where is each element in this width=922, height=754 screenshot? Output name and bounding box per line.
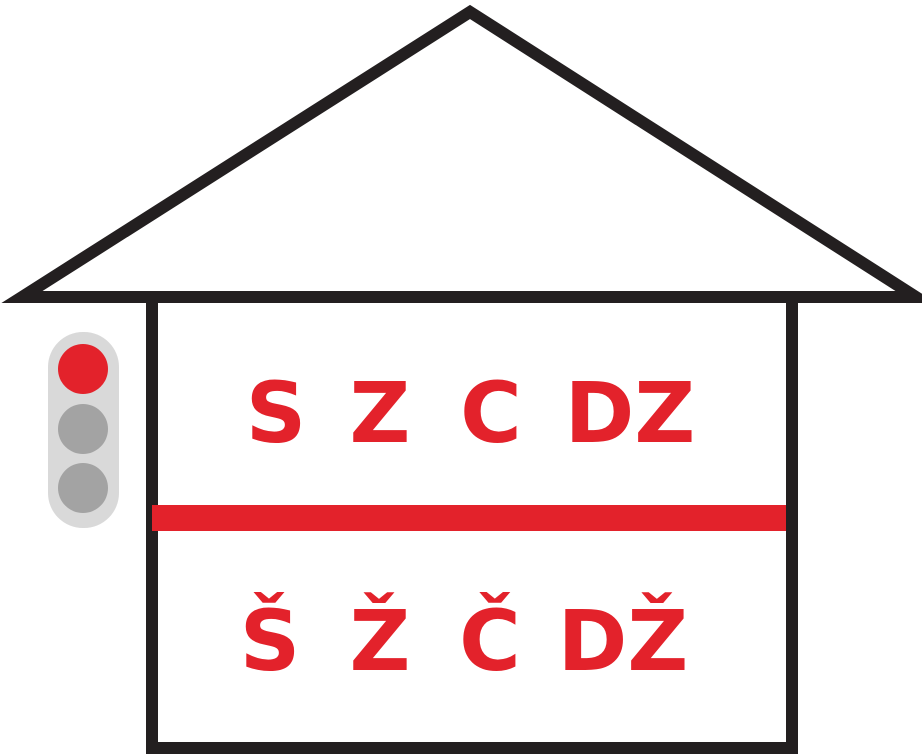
- upper-row: S Z C DZ: [246, 364, 696, 462]
- letter-c: C: [460, 364, 522, 462]
- lower-row: Š Ž Č DŽ: [240, 592, 689, 690]
- letter-c-caron: Č: [459, 592, 521, 690]
- letter-z: Z: [350, 364, 411, 462]
- traffic-light-icon: [48, 332, 119, 528]
- traffic-light-middle-lamp: [58, 404, 108, 454]
- letter-dz-caron: DŽ: [558, 592, 689, 690]
- traffic-light-red-lamp: [58, 344, 108, 394]
- house-roof: [22, 12, 916, 297]
- letter-s-caron: Š: [240, 592, 301, 690]
- letter-s: S: [246, 364, 307, 462]
- floor-divider: [152, 505, 786, 531]
- letter-z-caron: Ž: [350, 592, 411, 690]
- letter-dz: DZ: [565, 364, 696, 462]
- traffic-light-bottom-lamp: [58, 463, 108, 513]
